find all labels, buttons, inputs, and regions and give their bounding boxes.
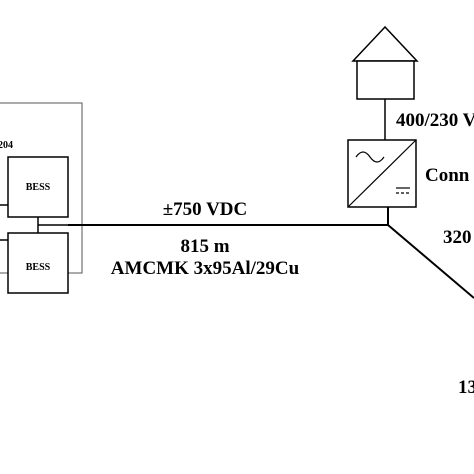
converter-label: Conn [425, 165, 470, 186]
dc-voltage-label: ±750 VDC [163, 199, 248, 220]
bess-label-bottom: BESS [26, 262, 51, 273]
bess-label-top: BESS [26, 182, 51, 193]
branch-line [387, 224, 474, 299]
ac-voltage-label: 400/230 V [396, 110, 474, 131]
branch-label: 320 [443, 227, 472, 248]
cable-type-label: AMCMK 3x95Al/29Cu [111, 258, 300, 279]
cable-length-label: 815 m [180, 236, 229, 257]
ac-dc-converter-icon [347, 139, 417, 208]
enclosure-tag: 204 [0, 140, 13, 151]
partial-label: 13 [458, 377, 474, 398]
house-icon [351, 25, 419, 100]
dc-symbol-icon [396, 187, 410, 194]
sine-wave-icon [355, 151, 385, 163]
